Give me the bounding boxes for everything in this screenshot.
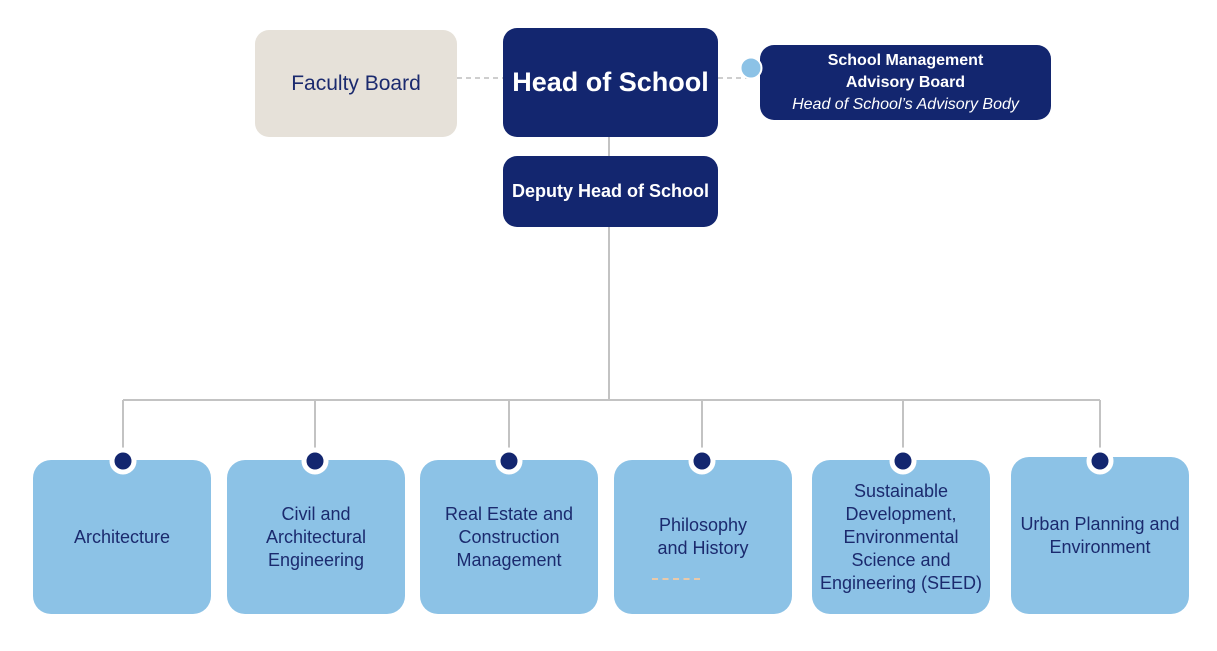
advisory-board-line2: Advisory Board [845,73,966,91]
department-node-dot [889,447,917,475]
department-line: Science and [851,549,951,570]
department-node-dot [301,447,329,475]
department-real-estate-construction: Real Estate and Construction Management [420,460,598,614]
department-urban-planning-environment: Urban Planning and Environment [1011,457,1189,614]
department-line: Urban Planning and [1020,513,1180,534]
department-civil-architectural-engineering: Civil and Architectural Engineering [227,460,405,614]
faculty-board-box: Faculty Board [255,30,457,137]
department-line: Architecture [73,526,171,547]
advisory-board-box: School Management Advisory Board Head of… [760,45,1051,120]
department-line: Architectural [265,526,367,547]
department-line: Sustainable [853,480,949,501]
department-node-dot [109,447,137,475]
department-line: Environmental [843,526,959,547]
department-line: Engineering [267,549,365,570]
department-line: Construction [458,526,560,547]
department-architecture: Architecture [33,460,211,614]
advisory-connector-dot [739,56,763,80]
department-line: Philosophy [658,515,748,535]
advisory-board-line1: School Management [827,51,984,69]
department-line: Engineering (SEED) [819,572,983,593]
department-node-dot [1086,447,1114,475]
department-seed: Sustainable Development, Environmental S… [812,460,990,614]
department-line: and History [657,538,749,558]
department-line: Real Estate and [444,503,574,524]
advisory-board-line3: Head of School’s Advisory Body [792,95,1019,113]
department-line: Management [456,549,562,570]
department-line: Development, [845,503,957,524]
deputy-head-box: Deputy Head of School [503,156,718,227]
department-philosophy-history: Philosophy and History [614,460,792,614]
department-line: Environment [1049,536,1151,557]
philosophy-dashed-underline [652,578,700,580]
faculty-board-label: Faculty Board [291,71,421,95]
head-of-school-box: Head of School [503,28,718,137]
deputy-head-label: Deputy Head of School [511,181,709,201]
head-of-school-label: Head of School [512,67,709,97]
department-node-dot [688,447,716,475]
department-node-dot [495,447,523,475]
department-line: Civil and [281,503,351,524]
